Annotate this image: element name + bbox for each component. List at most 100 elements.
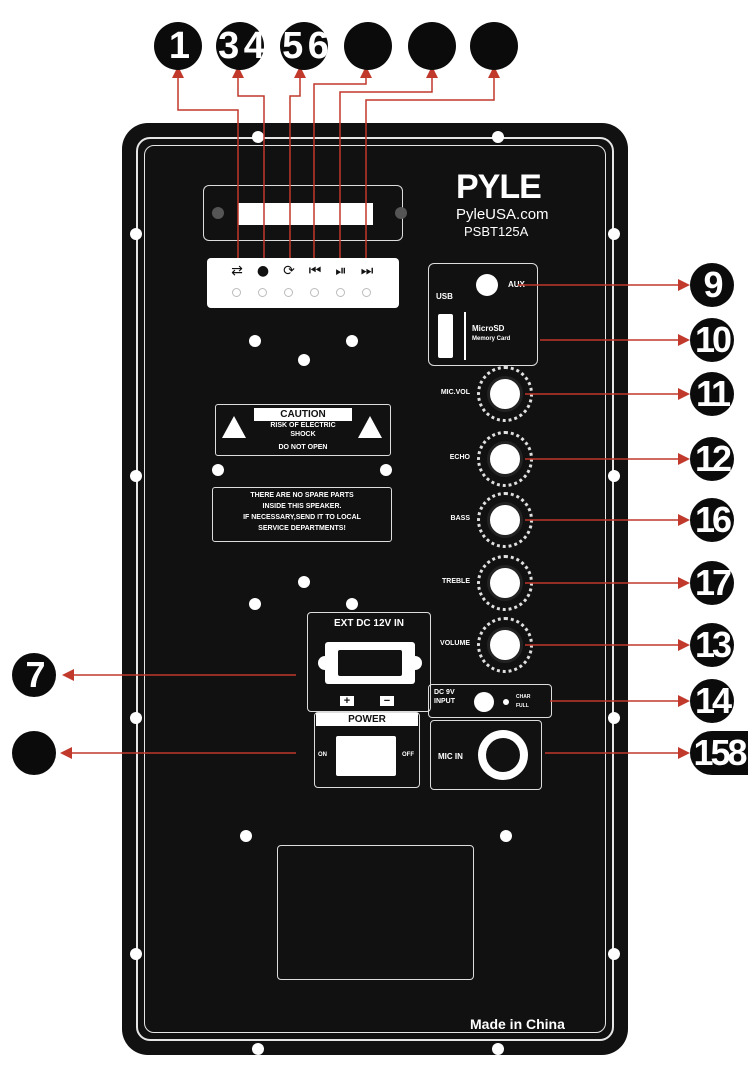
knob-treble[interactable] xyxy=(487,565,523,601)
callout-13: 13 xyxy=(690,623,734,667)
notice-line2: INSIDE THIS SPEAKER. xyxy=(262,503,342,510)
screw xyxy=(130,712,142,724)
callout-1: 1 xyxy=(154,22,202,70)
knob-label: MIC.VOL xyxy=(440,389,470,396)
microsd-slot[interactable] xyxy=(464,312,466,360)
callout-17: 17 xyxy=(690,561,734,605)
callout-14: 14 xyxy=(690,679,734,723)
callout-7: 7 xyxy=(12,653,56,697)
power-switch[interactable] xyxy=(336,736,396,776)
player-button-led xyxy=(284,288,293,297)
player-button-led xyxy=(258,288,267,297)
callout-unnamed-left xyxy=(12,731,56,775)
power-on-label: ON xyxy=(318,752,327,758)
input-panel xyxy=(428,263,538,366)
callout-5-6: 5 6 xyxy=(280,22,329,70)
battery-cover xyxy=(277,845,474,980)
model-number: PSBT125A xyxy=(464,224,529,239)
dc-input-jack[interactable] xyxy=(474,692,494,712)
knob-bass[interactable] xyxy=(487,502,523,538)
arrow-5 xyxy=(289,66,306,258)
mic-in-socket xyxy=(486,738,520,772)
player-button-icon[interactable]: ⟳ xyxy=(283,263,295,279)
screw xyxy=(252,131,264,143)
notice-box xyxy=(212,487,392,542)
minus-label: − xyxy=(380,696,394,707)
callout-10: 10 xyxy=(690,318,734,362)
mount-hole xyxy=(249,598,261,610)
aux-label: AUX xyxy=(508,280,525,289)
connector-socket xyxy=(338,650,402,676)
usb-label: USB xyxy=(436,292,453,301)
player-button-led xyxy=(362,288,371,297)
screw xyxy=(492,1043,504,1055)
screw xyxy=(608,228,620,240)
brand-logo: PYLE xyxy=(456,168,542,206)
callout-3-4: 3 4 xyxy=(216,22,265,70)
screw xyxy=(252,1043,264,1055)
power-off-label: OFF xyxy=(402,752,414,758)
ext-dc-box xyxy=(307,612,431,712)
screw xyxy=(130,228,142,240)
aux-jack[interactable] xyxy=(476,274,498,296)
knob-label: BASS xyxy=(450,515,470,522)
player-button-icon[interactable]: ⏮ xyxy=(308,263,322,279)
memory-card-label: Memory Card xyxy=(472,336,511,342)
microsd-label: MicroSD xyxy=(472,324,505,333)
player-button-icon[interactable]: ⏭ xyxy=(360,263,374,279)
mic-in-box xyxy=(430,720,542,790)
panel-border-inner xyxy=(144,145,606,1033)
knob-volume[interactable] xyxy=(487,627,523,663)
power-box xyxy=(314,712,420,788)
screw xyxy=(608,948,620,960)
notice-line1: THERE ARE NO SPARE PARTS xyxy=(250,492,354,499)
ext-dc-title: EXT DC 12V IN xyxy=(333,618,405,629)
mount-hole xyxy=(500,830,512,842)
dc-input-line1: DC 9V xyxy=(434,689,455,696)
player-button-icon[interactable]: ⇄ xyxy=(231,263,243,279)
callout-16: 16 xyxy=(690,498,734,542)
caution-title: CAUTION xyxy=(254,408,352,421)
power-title: POWER xyxy=(316,713,418,726)
connector-ear xyxy=(408,656,422,670)
mount-hole xyxy=(298,576,310,588)
callout-unnamed-top-1 xyxy=(344,22,392,70)
knob-label: VOLUME xyxy=(440,640,470,647)
notice-line3: IF NECESSARY,SEND IT TO LOCAL xyxy=(243,514,361,521)
display-screw xyxy=(395,207,407,219)
player-button-icon[interactable]: ⏯ xyxy=(335,263,347,279)
player-buttons: ⇄ ● ⟳ ⏮ ⏯ ⏭ xyxy=(225,262,385,302)
knob-mic-vol[interactable] xyxy=(487,376,523,412)
brand-website: PyleUSA.com xyxy=(456,206,549,223)
player-button-led xyxy=(310,288,319,297)
screw xyxy=(130,948,142,960)
arrow-unnamed-2 xyxy=(339,66,438,258)
screw xyxy=(130,470,142,482)
player-button-led xyxy=(336,288,345,297)
callout-158: 158 xyxy=(690,731,748,775)
connector-ear xyxy=(318,656,332,670)
screw xyxy=(608,712,620,724)
mount-hole xyxy=(298,354,310,366)
usb-port[interactable] xyxy=(438,314,453,358)
arrow-unnamed-3 xyxy=(365,66,500,258)
callout-unnamed-top-3 xyxy=(470,22,518,70)
callout-11: 11 xyxy=(690,372,734,416)
mount-hole xyxy=(249,335,261,347)
mic-in-label: MIC IN xyxy=(438,752,463,761)
mount-hole xyxy=(380,464,392,476)
caution-line1: RISK OF ELECTRIC xyxy=(270,422,336,429)
caution-line2: SHOCK xyxy=(290,431,316,438)
player-button-icon[interactable]: ● xyxy=(256,263,270,279)
player-control-strip xyxy=(207,258,399,308)
screw xyxy=(608,470,620,482)
plus-label: + xyxy=(340,696,354,707)
screw xyxy=(492,131,504,143)
callout-12: 12 xyxy=(690,437,734,481)
exclamation-warning-icon xyxy=(358,416,382,438)
mount-hole xyxy=(346,335,358,347)
display-screw xyxy=(212,207,224,219)
callout-unnamed-top-2 xyxy=(408,22,456,70)
knob-echo[interactable] xyxy=(487,441,523,477)
